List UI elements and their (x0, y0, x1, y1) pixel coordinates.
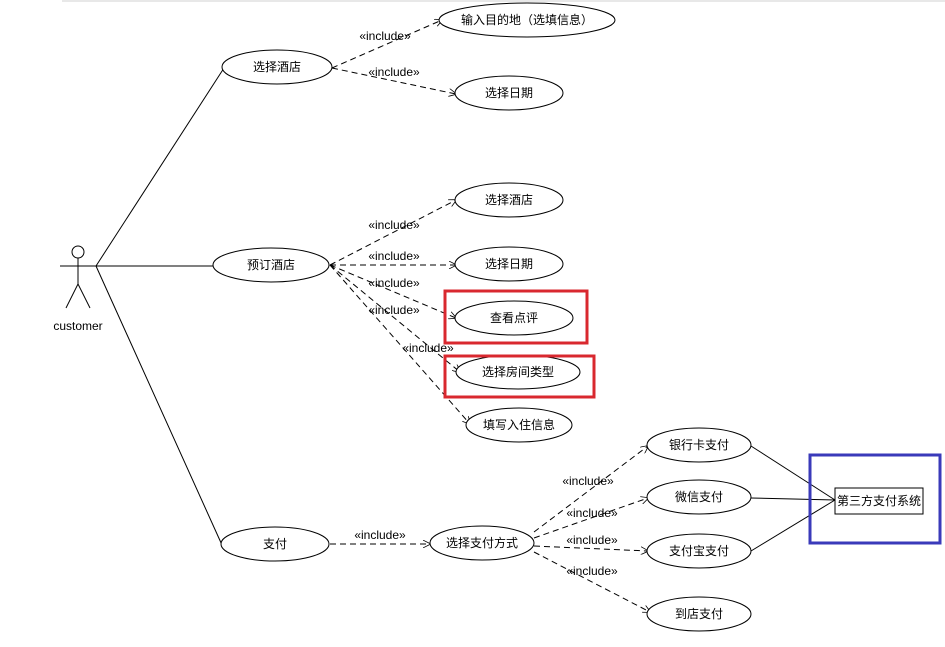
assoc-customer-pay (95, 265, 223, 546)
include-label: «include» (368, 65, 420, 79)
include-label: «include» (368, 249, 420, 263)
svg-text:填写入住信息: 填写入住信息 (483, 417, 555, 432)
include-edge (331, 20, 442, 69)
use-case-bank-card-pay[interactable]: 银行卡支付 (646, 427, 752, 463)
use-case-select-payment-method[interactable]: 选择支付方式 (429, 525, 535, 561)
include-label: «include» (562, 474, 614, 488)
use-case-enter-destination[interactable]: 输入目的地（选填信息） (438, 2, 616, 38)
include-label: «include» (402, 341, 454, 355)
use-case-select-hotel-top[interactable]: 选择酒店 (221, 49, 333, 85)
include-label: «include» (368, 218, 420, 232)
svg-text:选择日期: 选择日期 (485, 257, 533, 271)
use-case-wechat-pay[interactable]: 微信支付 (646, 479, 752, 515)
svg-text:支付宝支付: 支付宝支付 (669, 544, 729, 558)
include-edge (533, 551, 650, 612)
include-edge (329, 264, 470, 424)
svg-text:微信支付: 微信支付 (675, 490, 723, 504)
actor-customer[interactable]: customer (53, 245, 103, 333)
use-case-select-date[interactable]: 选择日期 (454, 246, 564, 282)
highlight-box-red (443, 354, 596, 399)
include-edge (533, 446, 648, 533)
include-label: «include» (566, 533, 618, 547)
highlight-box-red (443, 289, 589, 345)
actor-head (71, 245, 85, 259)
svg-text:选择支付方式: 选择支付方式 (446, 535, 518, 550)
include-edge (533, 545, 648, 551)
assoc-bank-card-system (750, 445, 836, 501)
actor-right-leg (77, 283, 91, 309)
include-label: «include» (354, 528, 406, 542)
use-case-pay-at-hotel[interactable]: 到店支付 (646, 596, 752, 632)
include-edge (331, 67, 456, 94)
include-edge (533, 498, 648, 539)
assoc-alipay-system (750, 499, 836, 552)
use-case-select-room-type[interactable]: 选择房间类型 (455, 354, 581, 390)
include-edge (329, 200, 456, 266)
svg-text:选择日期: 选择日期 (485, 86, 533, 100)
svg-text:支付: 支付 (263, 537, 287, 551)
include-label: «include» (359, 29, 411, 43)
svg-text:银行卡支付: 银行卡支付 (669, 438, 729, 452)
svg-text:第三方支付系统: 第三方支付系统 (837, 493, 921, 508)
svg-text:查看点评: 查看点评 (490, 311, 538, 325)
svg-text:选择酒店: 选择酒店 (485, 193, 533, 207)
include-edge (329, 264, 460, 372)
use-case-view-reviews[interactable]: 查看点评 (454, 300, 574, 336)
assoc-customer-select-hotel (95, 67, 225, 267)
highlight-box-blue (808, 453, 942, 545)
external-system-third-party-payment[interactable]: 第三方支付系统 (834, 487, 924, 515)
actor-label: customer (53, 319, 102, 333)
include-label: «include» (368, 276, 420, 290)
use-case-book-hotel[interactable]: 预订酒店 (212, 247, 330, 283)
svg-text:选择房间类型: 选择房间类型 (482, 364, 554, 379)
use-case-pay[interactable]: 支付 (220, 526, 330, 562)
actor-left-leg (65, 283, 79, 309)
svg-text:输入目的地（选填信息）: 输入目的地（选填信息） (461, 12, 593, 27)
use-case-select-hotel[interactable]: 选择酒店 (454, 182, 564, 218)
include-label: «include» (566, 506, 618, 520)
svg-text:预订酒店: 预订酒店 (247, 258, 295, 272)
use-case-fill-checkin-info[interactable]: 填写入住信息 (465, 407, 573, 443)
include-label: «include» (566, 564, 618, 578)
use-case-select-date-top[interactable]: 选择日期 (454, 75, 564, 111)
use-case-alipay[interactable]: 支付宝支付 (646, 533, 752, 569)
assoc-wechat-system (750, 497, 836, 501)
include-edge (329, 264, 456, 318)
svg-text:到店支付: 到店支付 (675, 607, 723, 621)
include-label: «include» (368, 303, 420, 317)
svg-text:选择酒店: 选择酒店 (253, 60, 301, 74)
